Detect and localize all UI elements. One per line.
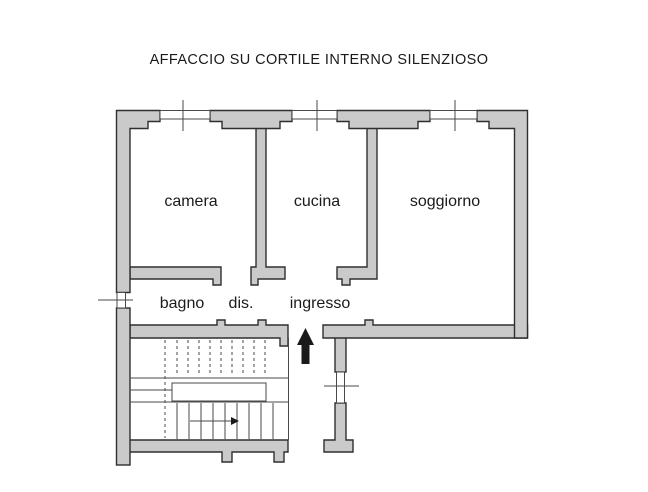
wall-stairwell-south	[117, 439, 289, 463]
wall-landing-stem-lower	[323, 402, 354, 453]
wall-camera-cucina	[250, 125, 286, 286]
stair-railing-void	[171, 382, 267, 402]
label-cucina: cucina	[294, 193, 340, 210]
windows	[98, 100, 478, 404]
page-title: AFFACCIO SU CORTILE INTERNO SILENZIOSO	[150, 52, 489, 68]
window-landing	[336, 371, 345, 404]
exterior-walls	[115, 109, 529, 466]
wall-left-upper	[115, 109, 161, 294]
stair-direction-arrow-icon	[190, 417, 239, 425]
wall-bagno-north	[129, 266, 222, 286]
room-labels: camera cucina soggiorno bagno dis. ingre…	[160, 193, 480, 312]
wall-top-cucina-soggiorno	[336, 109, 431, 130]
wall-landing-stem-upper	[334, 335, 347, 373]
wall-cucina-soggiorno	[336, 125, 378, 286]
wall-right	[476, 109, 529, 339]
window-soggiorno	[429, 110, 478, 120]
wall-soggiorno-south	[322, 319, 529, 339]
label-dis: dis.	[229, 295, 254, 312]
wall-corridor-south-left	[129, 319, 289, 347]
window-cucina	[291, 110, 338, 120]
label-bagno: bagno	[160, 295, 205, 312]
label-soggiorno: soggiorno	[410, 193, 480, 210]
entrance-arrow-icon	[297, 328, 314, 364]
lower-walls	[117, 319, 529, 463]
wall-left-lower	[115, 307, 131, 466]
label-ingresso: ingresso	[290, 295, 351, 312]
stair-upper-flight-dashed	[164, 340, 266, 438]
label-camera: camera	[164, 193, 217, 210]
wall-top-camera-cucina	[209, 109, 293, 130]
staircase	[130, 338, 289, 440]
window-camera	[159, 110, 211, 120]
